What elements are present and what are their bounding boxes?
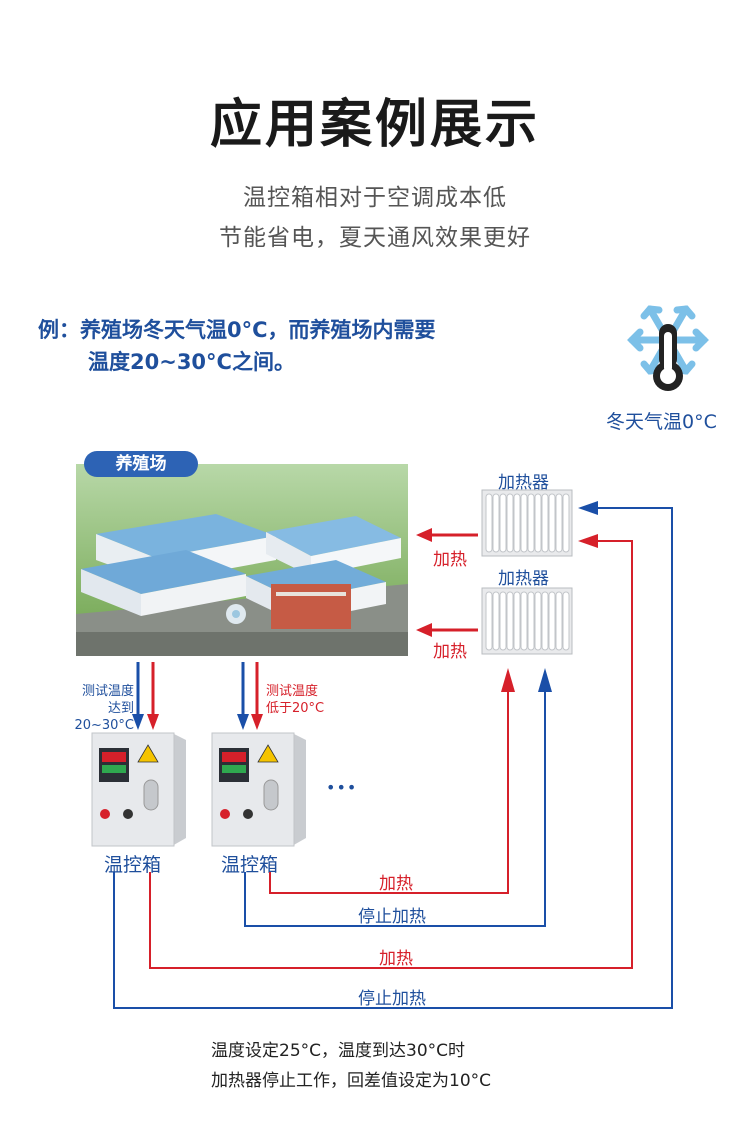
box-1-test-line-2: 达到20~30°C	[74, 701, 134, 733]
control-box-1-label: 温控箱	[104, 854, 162, 876]
setting-note-line-2: 加热器停止工作，回差值设定为10°C	[211, 1071, 492, 1091]
setting-note-line-1: 温度设定25°C，温度到达30°C时	[211, 1041, 466, 1061]
example-line-1: 例：养殖场冬天气温0°C，而养殖场内需要	[38, 318, 436, 342]
example-line-2: 温度20~30°C之间。	[88, 350, 295, 374]
heater-2-label: 加热器	[498, 569, 549, 589]
box-1-test-line-1: 测试温度	[81, 684, 134, 699]
farm-image	[76, 464, 408, 656]
outer-stop-label: 停止加热	[358, 989, 426, 1009]
heater-1-heat-label: 加热	[433, 550, 467, 570]
winter-temperature-label: 冬天气温0°C	[606, 411, 717, 433]
inner-stop-label: 停止加热	[358, 907, 426, 927]
subtitle-line-2: 节能省电，夏天通风效果更好	[219, 225, 531, 251]
box-2-test-line-1: 测试温度	[266, 684, 319, 699]
heater-2-heat-label: 加热	[433, 642, 467, 662]
farm-label-badge: 养殖场	[84, 451, 198, 477]
box-2-test-line-2: 低于20°C	[266, 701, 325, 716]
control-box-2-label: 温控箱	[221, 854, 279, 876]
heater-1-label: 加热器	[498, 473, 549, 493]
box-1-test-text: 测试温度 达到20~30°C	[56, 683, 134, 734]
inner-heat-label: 加热	[379, 874, 413, 894]
more-boxes-ellipsis: •••	[326, 778, 358, 797]
box-2-test-text: 测试温度 低于20°C	[266, 683, 324, 717]
subtitle-line-1: 温控箱相对于空调成本低	[243, 185, 507, 211]
outer-heat-label: 加热	[379, 949, 413, 969]
page-title: 应用案例展示	[209, 95, 540, 155]
